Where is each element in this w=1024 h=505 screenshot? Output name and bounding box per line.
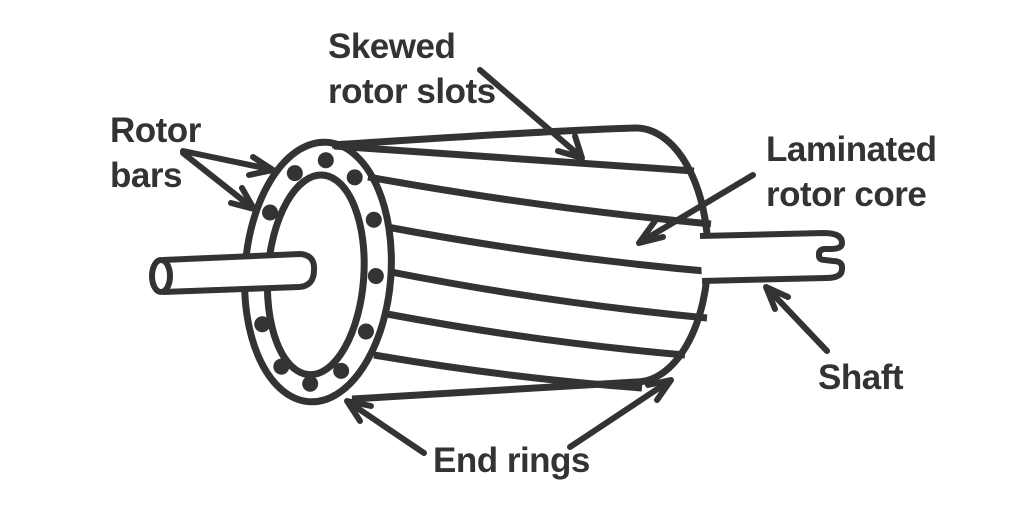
end-rings-arrowhead-left xyxy=(344,398,374,424)
rotor-bars-arrow-lower xyxy=(180,150,253,209)
rotor-bar-dot xyxy=(346,169,363,186)
end-rings-label: End rings xyxy=(433,441,590,480)
rotor-bar-dot xyxy=(333,362,350,379)
annotation-arrows xyxy=(180,67,830,456)
laminated-rotor-core-label-line1: Laminated xyxy=(766,130,937,169)
rotor-bars-arrowhead-lower xyxy=(228,185,257,212)
rotor-bar-dot xyxy=(254,316,271,333)
shaft-right-outline xyxy=(699,229,846,284)
rotor-bar-dot xyxy=(273,358,290,375)
end-rings-arrow-left xyxy=(347,400,427,456)
rotor-bars-label: Rotor bars xyxy=(110,108,201,198)
laminated-core-arrowhead xyxy=(636,218,666,246)
slot-line xyxy=(386,223,717,276)
slot-line xyxy=(390,268,708,322)
rotor-bars-label-line2: bars xyxy=(110,156,182,195)
skewed-rotor-slots-label: Skewed rotor slots xyxy=(328,24,496,114)
shaft-left-outline xyxy=(162,250,318,295)
rotor-bars-arrow-upper xyxy=(180,148,272,172)
end-rings-arrow-right xyxy=(567,379,671,450)
laminated-rotor-core-label-line2: rotor core xyxy=(766,175,927,214)
shaft-left-body xyxy=(163,254,315,292)
skewed-slots-arrow xyxy=(477,67,583,159)
rotor-bar-dot xyxy=(262,204,279,221)
rotor-bar-dot xyxy=(367,268,384,285)
shaft-arrow xyxy=(766,287,830,354)
shaft-right-body xyxy=(700,233,843,281)
rotor-bar-dot xyxy=(357,323,374,340)
skewed-rotor-slots-label-line1: Skewed xyxy=(328,27,456,66)
shaft-label: Shaft xyxy=(818,358,904,397)
rotor-bars-arrowhead-upper xyxy=(246,154,276,178)
slot-line xyxy=(386,310,686,359)
skewed-rotor-slot-lines xyxy=(333,142,717,392)
rotor-core-outline xyxy=(331,124,712,403)
skewed-rotor-slots-label-line2: rotor slots xyxy=(328,72,496,111)
rotor-bars-label-line1: Rotor xyxy=(110,111,201,150)
skewed-slots-arrowhead xyxy=(555,133,585,161)
shaft-left-end-cap xyxy=(149,257,173,295)
shaft-arrowhead xyxy=(763,284,791,312)
slot-line xyxy=(333,142,695,175)
laminated-rotor-core-label: Laminated rotor core xyxy=(766,127,937,217)
rotor-bar-dot xyxy=(286,165,303,182)
rotor-bar-dot xyxy=(317,152,334,169)
slot-line xyxy=(367,173,712,228)
end-rings-arrowhead-right xyxy=(645,377,674,403)
rotor-bar-end-dots xyxy=(254,152,384,392)
laminated-core-arrow xyxy=(641,172,756,243)
rotor-bar-dot xyxy=(302,375,319,392)
rotor-bar-dot xyxy=(365,211,382,228)
